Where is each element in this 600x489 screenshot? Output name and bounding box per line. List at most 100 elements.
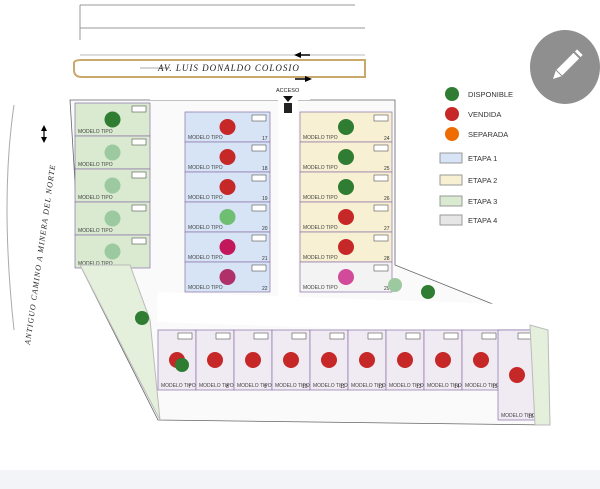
access-label: ACCESO — [276, 88, 300, 94]
svg-text:MODELO TIPO: MODELO TIPO — [275, 383, 310, 389]
svg-text:27: 27 — [384, 226, 390, 232]
top-street-lines — [79, 4, 365, 40]
lot-etapa2-1[interactable]: MODELO TIPO 24 — [299, 111, 393, 143]
svg-text:MODELO TIPO: MODELO TIPO — [303, 255, 338, 261]
svg-text:24: 24 — [384, 136, 390, 142]
svg-text:MODELO TIPO: MODELO TIPO — [389, 383, 424, 389]
svg-text:MODELO TIPO: MODELO TIPO — [188, 285, 223, 291]
svg-text:19: 19 — [262, 196, 268, 202]
svg-text:22: 22 — [262, 286, 268, 292]
svg-text:MODELO TIPO: MODELO TIPO — [78, 162, 113, 168]
lot-etapa2-3[interactable]: MODELO TIPO 26 — [299, 171, 393, 203]
legend: DISPONIBLE VENDIDA SEPARADA ETAPA 1 ETAP… — [439, 87, 513, 226]
lot-etapa3-1[interactable]: MODELO TIPO — [74, 102, 151, 137]
svg-text:18: 18 — [262, 166, 268, 172]
svg-text:11: 11 — [340, 384, 345, 390]
svg-text:VENDIDA: VENDIDA — [468, 110, 501, 119]
lot-etapa1-6[interactable]: MODELO TIPO 22 — [184, 261, 271, 293]
svg-text:MODELO TIPO: MODELO TIPO — [188, 255, 223, 261]
svg-text:9: 9 — [264, 384, 267, 390]
green-areas — [79, 264, 551, 426]
svg-text:16: 16 — [528, 414, 534, 420]
legend-item-vendida: VENDIDA — [445, 107, 501, 121]
svg-text:15: 15 — [492, 384, 498, 390]
lot-etapa3-5[interactable]: MODELO TIPO — [74, 234, 151, 269]
lot-etapa2-5[interactable]: MODELO TIPO 28 — [299, 231, 393, 263]
svg-text:DISPONIBLE: DISPONIBLE — [468, 90, 513, 99]
legend-item-separada: SEPARADA — [445, 127, 508, 141]
svg-text:MODELO TIPO: MODELO TIPO — [237, 383, 272, 389]
svg-text:28: 28 — [384, 256, 390, 262]
svg-text:ETAPA 2: ETAPA 2 — [468, 176, 497, 185]
svg-text:8: 8 — [226, 384, 229, 390]
svg-text:MODELO TIPO: MODELO TIPO — [78, 261, 113, 267]
svg-text:MODELO TIPO: MODELO TIPO — [313, 383, 348, 389]
svg-text:MODELO TIPO: MODELO TIPO — [303, 285, 338, 291]
lot-etapa3-3[interactable]: MODELO TIPO — [74, 168, 151, 203]
svg-text:29: 29 — [384, 286, 390, 292]
svg-text:ETAPA 1: ETAPA 1 — [468, 154, 497, 163]
legend-item-etapa-2: ETAPA 2 — [439, 174, 497, 186]
svg-text:MODELO TIPO: MODELO TIPO — [188, 165, 223, 171]
svg-text:13: 13 — [416, 384, 422, 390]
svg-text:ETAPA 4: ETAPA 4 — [468, 216, 497, 225]
svg-text:MODELO TIPO: MODELO TIPO — [303, 225, 338, 231]
svg-text:MODELO TIPO: MODELO TIPO — [199, 383, 234, 389]
access-road: ACCESO — [150, 88, 548, 336]
bottom-strip — [0, 470, 600, 489]
svg-text:MODELO TIPO: MODELO TIPO — [78, 228, 113, 234]
side-road: ANTIGUO CAMINO A MINERA DEL NORTE — [6, 104, 57, 346]
lot-etapa1-2[interactable]: MODELO TIPO 18 — [184, 141, 271, 173]
svg-text:MODELO TIPO: MODELO TIPO — [78, 195, 113, 201]
svg-text:MODELO TIPO: MODELO TIPO — [303, 195, 338, 201]
side-road-label: ANTIGUO CAMINO A MINERA DEL NORTE — [23, 163, 57, 346]
svg-text:MODELO TIPO: MODELO TIPO — [501, 413, 536, 419]
lot-etapa2-4[interactable]: MODELO TIPO 27 — [299, 201, 393, 233]
lot-etapa1-4[interactable]: MODELO TIPO 20 — [184, 201, 271, 233]
lot-etapa3-2[interactable]: MODELO TIPO — [74, 135, 151, 170]
svg-text:MODELO TIPO: MODELO TIPO — [303, 135, 338, 141]
pencil-icon — [552, 49, 583, 80]
svg-text:25: 25 — [384, 166, 390, 172]
legend-item-etapa-1: ETAPA 1 — [439, 152, 497, 164]
lot-etapa3-4[interactable]: MODELO TIPO — [74, 201, 151, 236]
legend-item-etapa-3: ETAPA 3 — [439, 195, 497, 207]
svg-text:14: 14 — [454, 384, 460, 390]
svg-text:MODELO TIPO: MODELO TIPO — [351, 383, 386, 389]
svg-text:12: 12 — [378, 384, 384, 390]
svg-text:MODELO TIPO: MODELO TIPO — [303, 165, 338, 171]
lot-etapa2-6[interactable]: MODELO TIPO 29 — [299, 261, 393, 293]
legend-item-disponible: DISPONIBLE — [445, 87, 513, 101]
lot-etapa1-3[interactable]: MODELO TIPO 19 — [184, 171, 271, 203]
avenue: AV. LUIS DONALDO COLOSIO — [73, 52, 366, 82]
svg-text:MODELO TIPO: MODELO TIPO — [188, 135, 223, 141]
svg-text:MODELO TIPO: MODELO TIPO — [465, 383, 500, 389]
svg-text:MODELO TIPO: MODELO TIPO — [188, 225, 223, 231]
svg-text:26: 26 — [384, 196, 390, 202]
svg-text:20: 20 — [262, 226, 268, 232]
svg-text:ETAPA 3: ETAPA 3 — [468, 197, 497, 206]
svg-text:10: 10 — [302, 384, 308, 390]
svg-text:SEPARADA: SEPARADA — [468, 130, 508, 139]
svg-text:MODELO TIPO: MODELO TIPO — [161, 383, 196, 389]
lot-etapa2-2[interactable]: MODELO TIPO 25 — [299, 141, 393, 173]
svg-text:MODELO TIPO: MODELO TIPO — [427, 383, 462, 389]
legend-item-etapa-4: ETAPA 4 — [439, 214, 497, 226]
edit-button[interactable] — [530, 30, 600, 104]
svg-text:MODELO TIPO: MODELO TIPO — [188, 195, 223, 201]
svg-text:7: 7 — [188, 384, 191, 390]
avenue-label: AV. LUIS DONALDO COLOSIO — [157, 63, 300, 73]
